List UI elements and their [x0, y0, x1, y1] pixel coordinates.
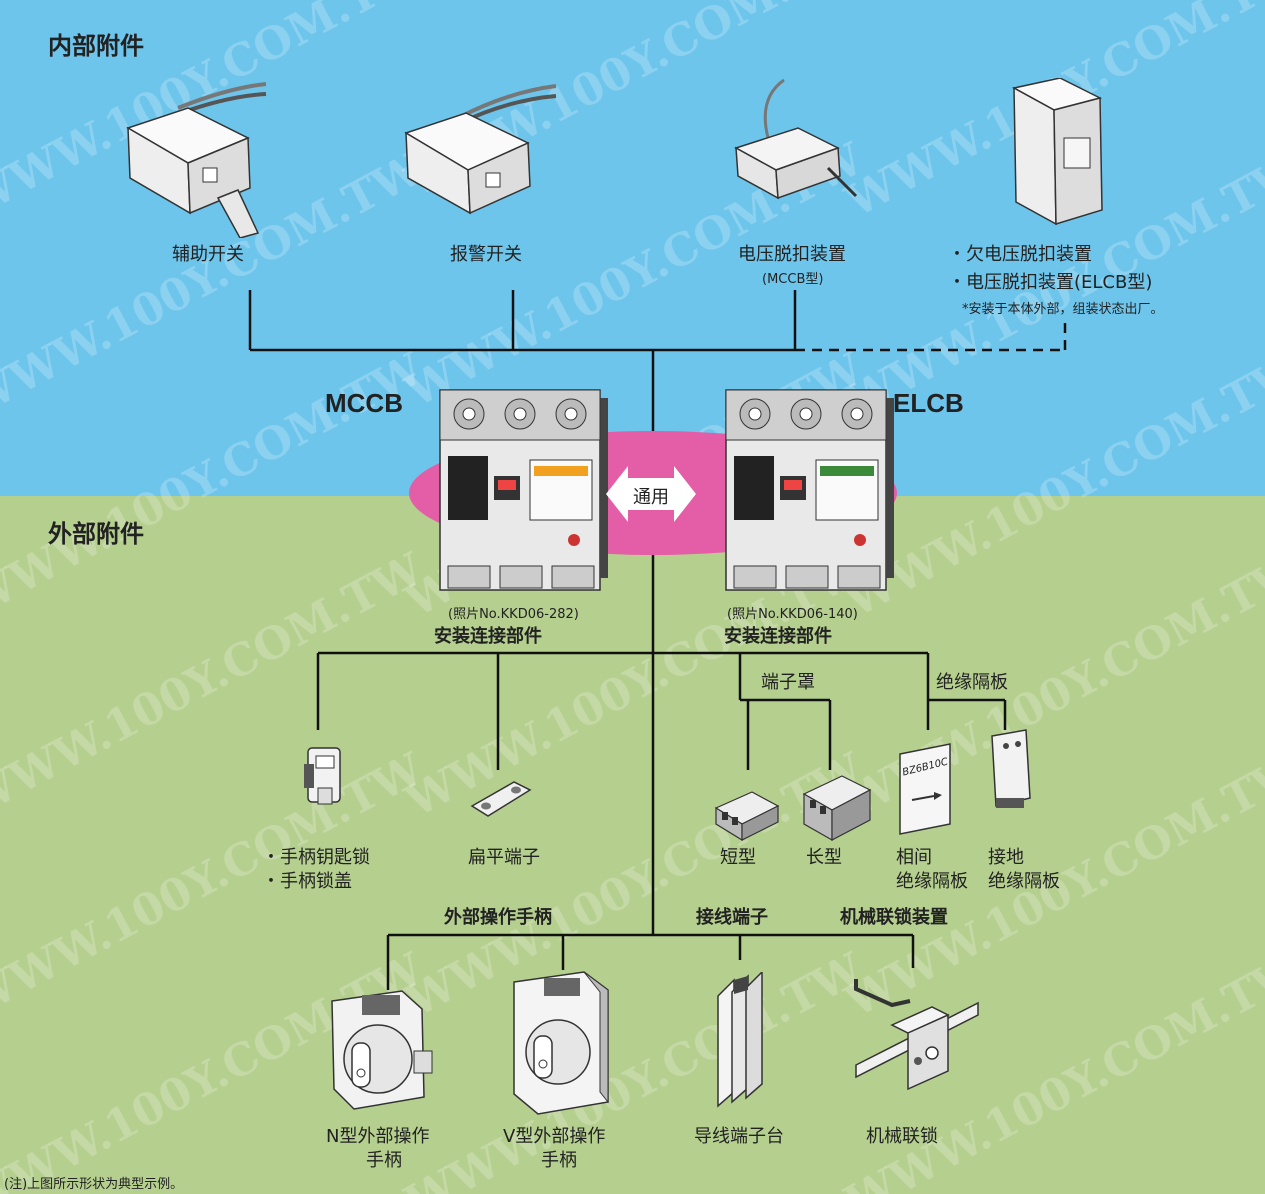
mccb-photo-number: (照片No.KKD06-282): [448, 607, 579, 622]
n-type-handle-label-1: N型外部操作: [326, 1126, 430, 1147]
ground-barrier-label-2: 绝缘隔板: [988, 871, 1060, 892]
phase-barrier-image: [899, 743, 951, 835]
ground-barrier-image: [991, 729, 1031, 808]
internal-section-title: 内部附件: [48, 32, 144, 60]
v-type-handle-label-2: 手柄: [541, 1150, 577, 1171]
undervoltage-trip-image: [1011, 78, 1103, 226]
phase-barrier-label-1: 相间: [896, 847, 932, 868]
elcb-photo-number: (照片No.KKD06-140): [727, 607, 858, 622]
long-terminal-cover-image: [802, 775, 872, 842]
terminal-block-image: [717, 972, 763, 1108]
external-section-title: 外部附件: [48, 520, 144, 548]
v-type-handle-label-1: V型外部操作: [503, 1126, 606, 1147]
terminal-cover-label: 端子罩: [761, 672, 815, 693]
aux-switch-image: [126, 82, 267, 238]
mccb-image: [439, 389, 608, 591]
handle-lock-cover-label: ・手柄锁盖: [262, 871, 352, 892]
undervoltage-trip-note: *安装于本体外部，组装状态出厂。: [962, 302, 1164, 317]
alarm-switch-label: 报警开关: [450, 244, 522, 265]
interlock-device-title: 机械联锁装置: [840, 907, 948, 928]
wiring-terminal-title: 接线端子: [696, 907, 768, 928]
external-handle-title: 外部操作手柄: [444, 907, 552, 928]
mechanical-interlock-image: [854, 979, 979, 1091]
aux-switch-label: 辅助开关: [172, 244, 244, 265]
barrier-label: 绝缘隔板: [936, 672, 1008, 693]
shunt-trip-sublabel: (MCCB型): [762, 272, 824, 287]
shunt-trip-image: [734, 78, 858, 200]
undervoltage-trip-label: ・欠电压脱扣装置: [948, 244, 1092, 265]
flat-terminal-label: 扁平端子: [468, 847, 540, 868]
elcb-mounting-parts-label: 安装连接部件: [724, 626, 832, 647]
v-type-handle-image: [513, 971, 609, 1115]
elcb-image: [725, 389, 894, 591]
shunt-trip-label: 电压脱扣装置: [738, 244, 846, 265]
ground-barrier-label-1: 接地: [988, 847, 1024, 868]
handle-lock-image: [304, 747, 341, 805]
mccb-mounting-parts-label: 安装连接部件: [434, 626, 542, 647]
terminal-block-label: 导线端子台: [694, 1126, 784, 1147]
external-background: [0, 496, 1265, 1194]
flat-terminal-image: [470, 781, 532, 817]
short-type-label: 短型: [720, 847, 756, 868]
n-type-handle-label-2: 手柄: [366, 1150, 402, 1171]
phase-barrier-label-2: 绝缘隔板: [896, 871, 968, 892]
alarm-switch-image: [404, 84, 557, 215]
elcb-voltage-trip-label: ・电压脱扣装置(ELCB型): [948, 272, 1153, 293]
footnote: (注)上图所示形状为典型示例。: [4, 1177, 184, 1192]
handle-key-lock-label: ・手柄钥匙锁: [262, 847, 370, 868]
short-terminal-cover-image: [714, 791, 780, 842]
common-double-arrow: [606, 466, 696, 522]
n-type-handle-image: [331, 990, 433, 1110]
long-type-label: 长型: [806, 847, 842, 868]
mechanical-interlock-label: 机械联锁: [866, 1126, 938, 1147]
common-label: 通用: [633, 487, 669, 508]
elcb-label: ELCB: [893, 388, 964, 418]
mccb-label: MCCB: [325, 388, 403, 418]
